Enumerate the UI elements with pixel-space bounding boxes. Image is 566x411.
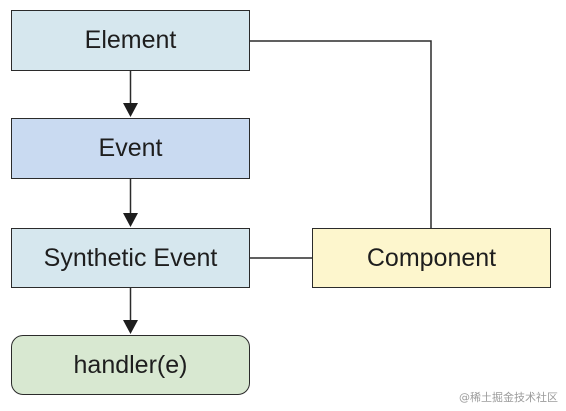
- event-node: Event: [11, 118, 250, 179]
- handler-node: handler(e): [11, 335, 250, 395]
- synthetic-event-node-label: Synthetic Event: [43, 243, 218, 272]
- element-node: Element: [11, 10, 250, 71]
- arrowhead-event: [123, 103, 138, 117]
- synthetic-event-node: Synthetic Event: [11, 228, 250, 288]
- component-node: Component: [312, 228, 551, 288]
- edge-element-component: [250, 40, 432, 228]
- handler-node-label: handler(e): [73, 350, 188, 379]
- arrowhead-synthetic: [123, 213, 138, 227]
- component-node-label: Component: [366, 243, 497, 272]
- arrowhead-handler: [123, 320, 138, 334]
- event-node-label: Event: [98, 134, 163, 162]
- watermark: @稀土掘金技术社区: [459, 391, 558, 404]
- element-node-label: Element: [84, 26, 177, 54]
